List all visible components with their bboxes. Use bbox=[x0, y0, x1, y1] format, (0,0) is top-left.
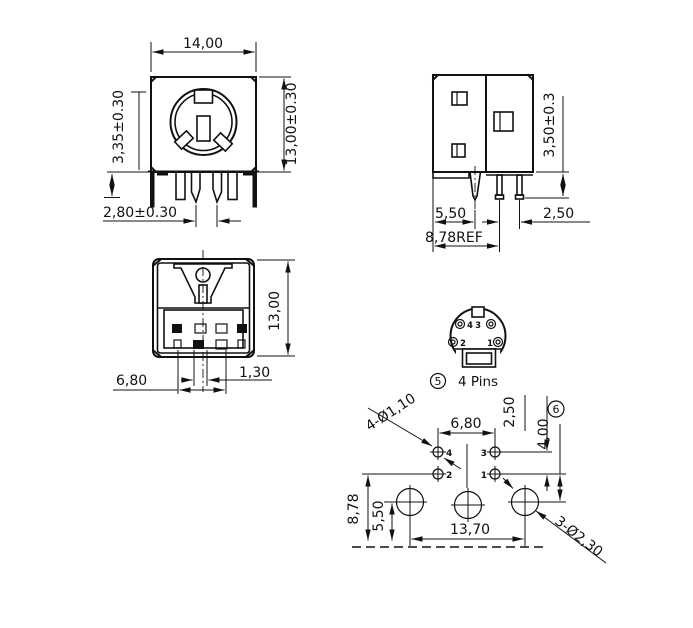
side-pin-length-label: 3,50±0.3 bbox=[542, 92, 558, 157]
side-pin-a bbox=[496, 174, 503, 196]
footprint-callout: 6 bbox=[547, 400, 565, 418]
front-outer-barrel bbox=[169, 88, 238, 156]
side-pin-spacing-dimension: 2,50 bbox=[482, 200, 590, 229]
back-pin-span-label: 6,80 bbox=[116, 373, 147, 389]
front-height-dimension: 13,00±0.30 bbox=[259, 76, 300, 173]
front-center-pin-a bbox=[190, 170, 201, 205]
side-pin-length-dimension: 3,50±0.3 bbox=[525, 92, 569, 199]
front-shield-leg-left bbox=[150, 171, 155, 208]
pinout-pin3-label: 3 bbox=[475, 321, 481, 331]
front-flange-tab-right bbox=[243, 171, 254, 176]
side-shield-offset-label: 5,50 bbox=[435, 206, 466, 222]
side-window-top bbox=[451, 91, 468, 106]
back-height-label: 13,00 bbox=[267, 291, 283, 331]
footprint-pin-holes bbox=[430, 444, 503, 482]
footprint-pad1-label: 1 bbox=[481, 471, 487, 481]
side-body bbox=[432, 74, 534, 173]
pinout-callout-number: 5 bbox=[435, 375, 442, 388]
footprint-hole-edge-dimension: 5,50 bbox=[371, 500, 395, 541]
side-pin-spacing-label: 2,50 bbox=[543, 206, 574, 222]
footprint-row-spacing-label: 2,50 bbox=[502, 396, 518, 427]
front-center-pin-b bbox=[212, 170, 223, 205]
front-right-notch bbox=[212, 131, 234, 153]
side-flange-left bbox=[432, 172, 470, 179]
footprint-hole-offset-label: 4,00 bbox=[536, 418, 552, 449]
footprint-edge-dimension: 8,78 bbox=[346, 475, 371, 541]
footprint-callout-number: 6 bbox=[553, 403, 560, 416]
front-left-notch bbox=[173, 129, 195, 151]
front-shield-leg-right bbox=[252, 171, 257, 208]
footprint-pin-span-label: 6,80 bbox=[450, 416, 481, 432]
footprint-hole-offset-dimension: 4,00 bbox=[536, 418, 563, 501]
side-window-right bbox=[493, 111, 514, 132]
front-pin-left bbox=[175, 170, 186, 201]
footprint-pad2-label: 2 bbox=[446, 471, 452, 481]
footprint-view: 4 3 2 1 6,80 2,50 bbox=[346, 391, 607, 564]
back-ground-clip bbox=[173, 263, 233, 304]
side-shield-offset-dimension: 5,50 bbox=[432, 178, 476, 252]
front-pin-right bbox=[227, 170, 238, 201]
pinout-pin4-label: 4 bbox=[467, 321, 473, 331]
footprint-shield-holes bbox=[393, 485, 542, 522]
footprint-hole-span-label: 13,70 bbox=[450, 522, 490, 538]
back-height-dimension: 13,00 bbox=[257, 259, 295, 357]
footprint-pin-span-dimension: 6,80 bbox=[437, 416, 496, 446]
front-width-dimension: 14,00 bbox=[150, 36, 257, 72]
footprint-pad4-label: 4 bbox=[446, 449, 452, 459]
footprint-pin-hole-label: 4-Ø1,10 bbox=[363, 391, 419, 435]
side-ref-dimension: 8,78REF bbox=[425, 229, 500, 252]
footprint-shield-hole-label: 3-Ø2,30 bbox=[551, 513, 605, 560]
back-pin-spacing-label: 1,30 bbox=[239, 365, 270, 381]
side-view: 3,50±0.3 5,50 2,50 8,78REF bbox=[425, 73, 590, 252]
side-window-bottom bbox=[451, 143, 466, 158]
front-view: 14,00 3,35±0.30 bbox=[103, 36, 300, 227]
footprint-pad3-label: 3 bbox=[481, 449, 487, 459]
footprint-edge-label: 8,78 bbox=[346, 493, 362, 524]
pinout-key-inner bbox=[465, 352, 493, 365]
side-ref-label: 8,78REF bbox=[425, 230, 483, 246]
front-flange-dimension: 3,35±0.30 bbox=[104, 90, 148, 198]
back-terminal-pads bbox=[172, 323, 247, 350]
pinout-pins bbox=[447, 318, 504, 348]
pinout-pin1-label: 1 bbox=[487, 339, 493, 349]
front-height-label: 13,00±0.30 bbox=[284, 83, 300, 166]
back-pin-dimensions: 1,30 6,80 bbox=[113, 350, 272, 394]
pinout-label: 4 Pins bbox=[458, 374, 498, 390]
footprint-hole-span-dimension: 13,70 bbox=[409, 519, 526, 546]
front-flange-label: 3,35±0.30 bbox=[111, 90, 127, 164]
side-shield-pin bbox=[469, 171, 482, 202]
pinout-keyway-notch bbox=[471, 306, 485, 318]
back-view: 13,00 1,30 6,80 bbox=[113, 250, 295, 394]
front-flange-tab-left bbox=[157, 171, 168, 176]
side-pin-b bbox=[516, 174, 523, 196]
pinout-callout: 5 4 Pins bbox=[429, 372, 498, 390]
footprint-row-spacing-dimension: 2,50 bbox=[502, 395, 550, 491]
front-width-label: 14,00 bbox=[183, 36, 223, 52]
footprint-hole-edge-label: 5,50 bbox=[371, 500, 387, 531]
side-body-corner-ticks bbox=[431, 73, 535, 82]
front-key-slot bbox=[196, 115, 211, 142]
front-body-corner-ticks bbox=[149, 75, 258, 174]
pinout-pin2-label: 2 bbox=[460, 339, 466, 349]
back-body-outer bbox=[152, 258, 255, 358]
front-pin-spacing-dimension: 2,80±0.30 bbox=[103, 205, 241, 227]
pinout-face: 4 3 2 1 5 4 Pins bbox=[429, 306, 507, 390]
back-body-corner-ticks bbox=[152, 258, 255, 358]
front-pin-spacing-label: 2,80±0.30 bbox=[103, 205, 177, 221]
front-keyway-notch bbox=[193, 89, 214, 104]
